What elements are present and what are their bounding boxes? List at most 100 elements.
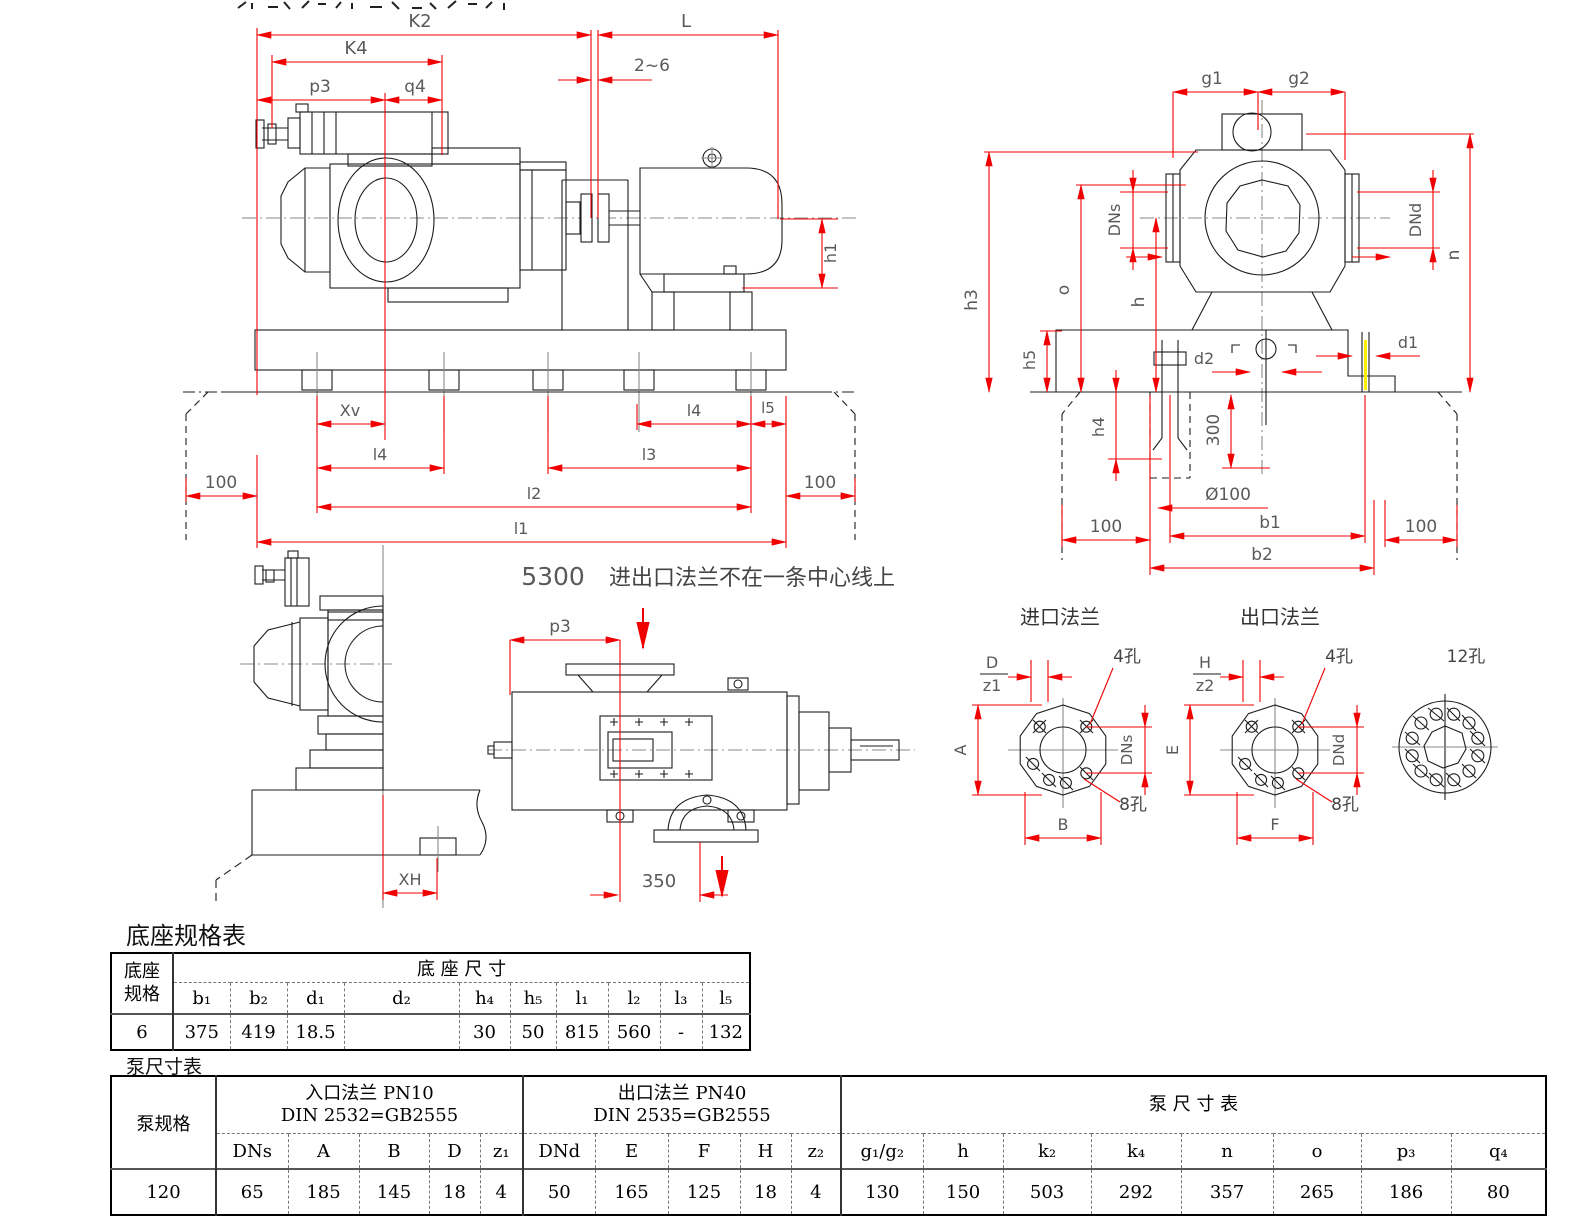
inlet-bolt-holes xyxy=(1025,719,1094,791)
dimension-label: 100 xyxy=(1090,517,1122,537)
cell-o: 265 xyxy=(1272,1168,1362,1216)
cell-p3: 186 xyxy=(1360,1168,1452,1216)
pump-table-title: 泵尺寸表 xyxy=(126,1056,203,1078)
dimension-label: Xv xyxy=(340,401,360,420)
col-d1: d₁ xyxy=(286,982,345,1015)
cell-z2: 4 xyxy=(790,1168,842,1216)
inlet-flange xyxy=(1008,698,1118,808)
dimension-label: p3 xyxy=(309,77,331,97)
cell-dnd: 50 xyxy=(522,1168,596,1216)
pump-dims-group-header: 泵 尺 寸 表 xyxy=(840,1075,1547,1134)
col-h4: h₄ xyxy=(458,982,511,1015)
twelve-bolt-holes xyxy=(1404,707,1486,788)
dimension-label: 8孔 xyxy=(1119,795,1147,815)
cell-q4: 80 xyxy=(1450,1168,1547,1216)
dimension-label: A xyxy=(951,744,970,755)
cell-n: 357 xyxy=(1180,1168,1274,1216)
dimension-label: l4 xyxy=(687,401,702,420)
col-n: n xyxy=(1180,1133,1274,1170)
cell-k2: 503 xyxy=(1002,1168,1092,1216)
col-k4: k₄ xyxy=(1090,1133,1182,1170)
col-l2: l₂ xyxy=(607,982,661,1015)
pump-casing xyxy=(280,147,581,303)
col-b2: b₂ xyxy=(229,982,288,1015)
note-5300-code: 5300 xyxy=(521,562,585,591)
col-o: o xyxy=(1272,1133,1362,1170)
view-5300-drawing xyxy=(487,663,915,843)
col-l5: l₅ xyxy=(701,982,751,1015)
dimension-label: 8孔 xyxy=(1331,795,1359,815)
note-5300-text: 进出口法兰不在一条中心线上 xyxy=(609,566,895,591)
dimension-label: h xyxy=(1129,297,1149,308)
dimension-label: Ø100 xyxy=(1205,485,1251,505)
pump-dims-group-line1: 泵 尺 寸 表 xyxy=(1149,1093,1239,1115)
dimension-label: 100 xyxy=(205,473,237,493)
col-p3: p₃ xyxy=(1360,1133,1452,1170)
dimension-label: D xyxy=(986,653,998,672)
coupling-support-pillar xyxy=(561,179,629,330)
dimension-label: K2 xyxy=(408,11,431,32)
outlet-group-line1: 出口法兰 PN40 xyxy=(617,1082,747,1104)
outlet-bolt-holes xyxy=(1237,719,1306,791)
base-spec-value: 6 xyxy=(110,1013,174,1051)
cell-z1: 4 xyxy=(479,1168,524,1216)
dimension-label: h3 xyxy=(962,289,982,311)
dimension-label: g1 xyxy=(1201,69,1223,89)
cell-l2: 560 xyxy=(607,1013,661,1051)
leader-line xyxy=(1089,667,1114,725)
dimension-label: z2 xyxy=(1196,676,1215,695)
cell-f: 125 xyxy=(667,1168,741,1216)
cell-k4: 292 xyxy=(1090,1168,1182,1216)
cell-a: 185 xyxy=(287,1168,360,1216)
dimension-label: 2~6 xyxy=(634,56,670,76)
motor xyxy=(639,147,783,331)
cell-d1: 18.5 xyxy=(286,1013,345,1051)
col-f: F xyxy=(667,1133,741,1170)
col-z2: z₂ xyxy=(790,1133,842,1170)
col-q4: q₄ xyxy=(1450,1133,1547,1170)
col-k2: k₂ xyxy=(1002,1133,1092,1170)
dimension-label: h4 xyxy=(1089,417,1108,437)
anchor-bolt-fork xyxy=(1152,392,1188,451)
dimension-label: B xyxy=(1058,815,1069,834)
col-b1: b₁ xyxy=(172,982,231,1015)
base-col1-line2: 规格 xyxy=(124,983,160,1005)
inlet-flange-title: 进口法兰 xyxy=(1020,605,1100,629)
dimension-label: L xyxy=(681,11,691,32)
dimension-label: DNd xyxy=(1406,203,1425,237)
dimension-label: 100 xyxy=(1405,517,1437,537)
dimension-label: 100 xyxy=(804,473,836,493)
outlet-flange xyxy=(1220,698,1330,808)
cell-l5: 132 xyxy=(701,1013,751,1051)
col-h: H xyxy=(739,1133,792,1170)
cell-d2 xyxy=(343,1013,460,1051)
cell-h4: 30 xyxy=(458,1013,511,1051)
dimension-label: d2 xyxy=(1194,349,1214,368)
side-view-drawing xyxy=(183,103,858,540)
d2-bracket-marks xyxy=(1231,344,1297,353)
dimension-label: n xyxy=(1444,250,1464,261)
col-z1: z₁ xyxy=(479,1133,524,1170)
dimension-label: 12孔 xyxy=(1447,647,1486,667)
dimension-label: h5 xyxy=(1020,350,1039,370)
cell-b: 145 xyxy=(358,1168,430,1216)
col-d2: d₂ xyxy=(343,982,460,1015)
col-g1g2: g₁/g₂ xyxy=(840,1133,924,1170)
pump-col1-header: 泵规格 xyxy=(110,1075,217,1170)
cell-h: 18 xyxy=(739,1168,792,1216)
dimension-label: DNd xyxy=(1330,734,1348,766)
dimension-label: q4 xyxy=(404,77,426,97)
relief-valve xyxy=(255,103,449,167)
dimension-label: 350 xyxy=(642,871,676,892)
end-view-drawing xyxy=(1030,100,1462,560)
leader-line xyxy=(1295,778,1333,803)
outlet-flange-title: 出口法兰 xyxy=(1240,605,1320,629)
dimension-label: l4 xyxy=(373,445,388,464)
base-col1-header: 底座规格 xyxy=(110,952,174,1015)
partial-casing xyxy=(253,605,384,723)
